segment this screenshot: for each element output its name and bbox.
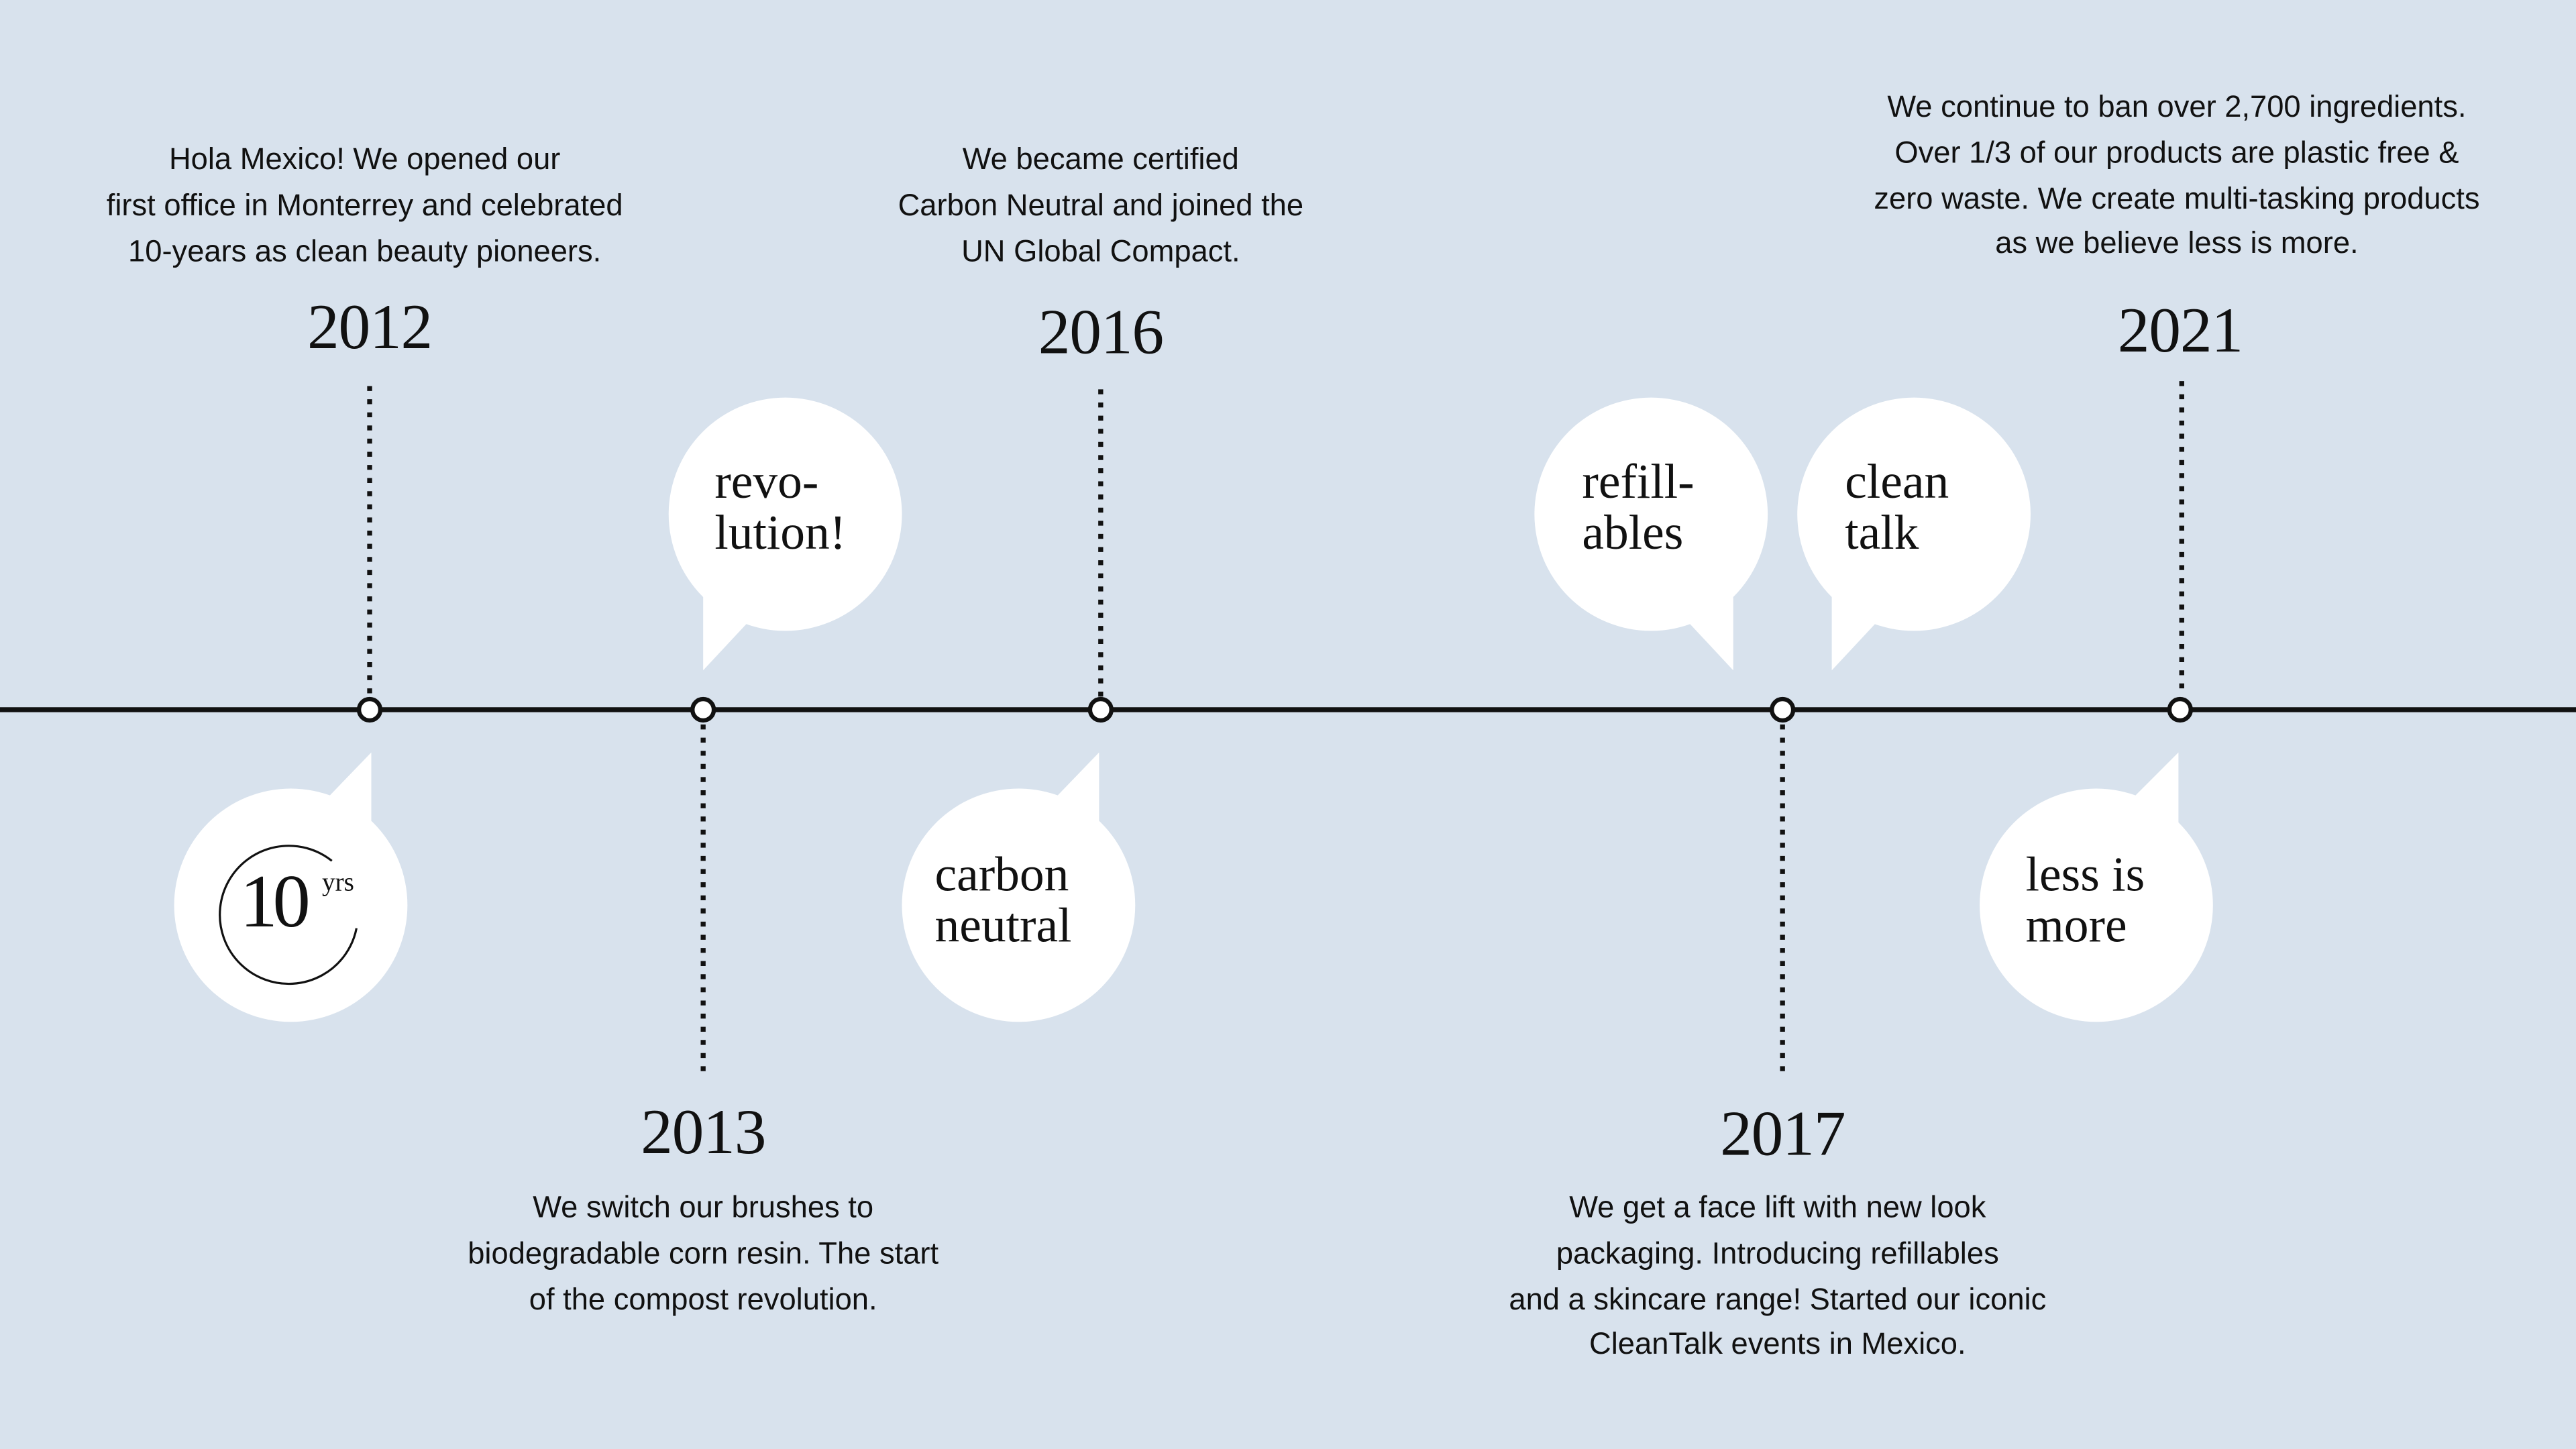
bubble-less-is-more-text: less is more [2026, 849, 2145, 951]
description-line: and a skincare range! Started our iconic [1509, 1281, 2047, 1316]
bubble-refillables [1534, 397, 1768, 671]
description-line: of the compost revolution. [529, 1281, 877, 1316]
year-2016: 2016 [1038, 297, 1164, 368]
bubble-line: more [2025, 898, 2127, 953]
bubble-less-is-more [1980, 752, 2213, 1022]
timeline-nodes [356, 696, 2193, 723]
milestone-2013-description: We switch our brushes to biodegradable c… [358, 1185, 1049, 1322]
milestone-2017-description: We get a face lift with new look packagi… [1433, 1185, 2123, 1367]
bubble-line: refill- [1582, 455, 1695, 510]
bubble-line: talk [1845, 506, 1919, 561]
year-2017: 2017 [1720, 1099, 1845, 1170]
ten-years-ring-icon [219, 845, 358, 985]
description-line: first office in Monterrey and celebrated [106, 186, 623, 222]
node-2013 [690, 696, 716, 723]
description-line: as we believe less is more. [1995, 225, 2359, 260]
milestone-2012-description: Hola Mexico! We opened our first office … [19, 136, 710, 273]
node-2012 [356, 696, 383, 723]
description-line: biodegradable corn resin. The start [468, 1235, 939, 1270]
connectors [367, 381, 2184, 1077]
description-line: We continue to ban over 2,700 ingredient… [1887, 89, 2467, 123]
milestone-2016-description: We became certified Carbon Neutral and j… [756, 136, 1446, 273]
bubble-line: ables [1582, 506, 1684, 561]
node-2016 [1087, 696, 1114, 723]
milestone-2021-description: We continue to ban over 2,700 ingredient… [1799, 84, 2555, 266]
description-line: zero waste. We create multi-tasking prod… [1874, 180, 2480, 215]
year-2021: 2021 [2117, 295, 2243, 367]
bubble-line: revo- [714, 455, 819, 510]
description-line: Carbon Neutral and joined the [898, 186, 1304, 222]
node-2021 [2167, 696, 2193, 723]
description-line: Over 1/3 of our products are plastic fre… [1894, 134, 2459, 169]
description-line: We get a face lift with new look [1569, 1189, 1986, 1224]
bubble-refillables-text: refill- ables [1582, 457, 1694, 559]
bubble-line: clean [1845, 455, 1949, 510]
ten-years-suffix: yrs [322, 869, 354, 898]
year-2012: 2012 [307, 292, 433, 364]
ten-years-number: 10 [239, 859, 311, 943]
bubble-carbon-neutral-text: carbon neutral [934, 849, 1071, 951]
description-line: packaging. Introducing refillables [1556, 1235, 1999, 1270]
bubble-clean-talk [1797, 397, 2031, 671]
bubble-clean-talk-text: clean talk [1845, 457, 1949, 559]
bubble-line: less is [2025, 847, 2145, 902]
bubble-carbon-neutral [902, 752, 1136, 1022]
description-line: We switch our brushes to [533, 1189, 874, 1224]
speech-bubbles [174, 397, 2213, 1022]
description-line: UN Global Compact. [961, 232, 1240, 268]
description-line: Hola Mexico! We opened our [168, 141, 561, 176]
description-line: 10-years as clean beauty pioneers. [128, 232, 602, 268]
description-line: CleanTalk events in Mexico. [1589, 1326, 1966, 1361]
node-2017 [1770, 696, 1796, 723]
bubble-line: lution! [714, 506, 847, 561]
bubble-revolution-text: revo- lution! [714, 457, 846, 559]
bubble-line: carbon [934, 847, 1069, 902]
year-2013: 2013 [641, 1097, 766, 1169]
bubble-10yrs [174, 752, 408, 1022]
bubble-line: neutral [934, 898, 1072, 953]
description-line: We became certified [962, 141, 1239, 176]
bubble-revolution [668, 397, 902, 671]
